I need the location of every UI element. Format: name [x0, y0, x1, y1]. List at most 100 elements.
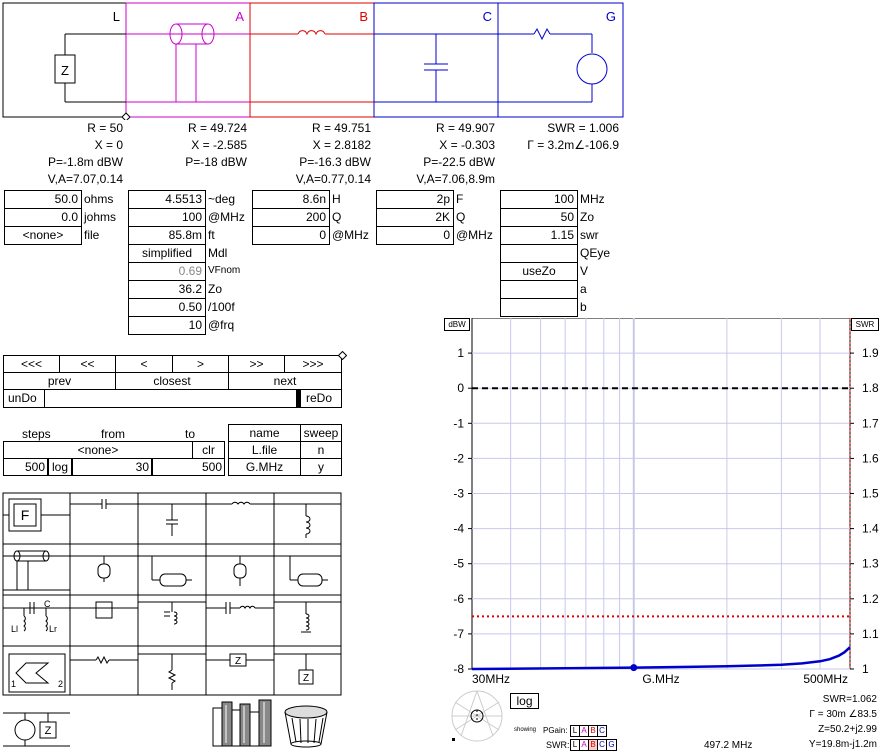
g-zo-field[interactable]: 50 — [500, 208, 578, 227]
b-h-field[interactable]: 8.6n — [252, 190, 330, 209]
palette-shunt-stub-open-icon[interactable] — [70, 555, 138, 582]
x-label-axis: G.MHz — [642, 672, 679, 686]
trash-icon[interactable] — [284, 705, 328, 748]
sweep-file-field[interactable]: <none> — [3, 441, 193, 459]
l-ohms-unit: ohms — [84, 192, 114, 206]
palette-shunt-cap-icon[interactable] — [138, 503, 206, 536]
l-ohms-field[interactable]: 50.0 — [4, 190, 82, 209]
readout-l-va: V,A=7.07,0.14 — [47, 172, 123, 186]
palette-series-z-label: Z — [235, 656, 241, 667]
graph-svg[interactable]: 10-1-2-3-4-5-6-7-81.91.81.71.61.51.41.31… — [440, 318, 882, 690]
undo-history-slider[interactable] — [296, 390, 300, 407]
a-vfnom-unit: VFnom — [208, 265, 241, 276]
g-mhz-field[interactable]: 100 — [500, 190, 578, 209]
palette-tank-circuit-icon[interactable] — [3, 602, 70, 632]
sweep-n-toggle[interactable]: n — [300, 441, 342, 459]
palette-source-load-icon[interactable] — [3, 712, 70, 747]
nav-last-button[interactable]: >>> — [284, 355, 342, 373]
palette-shunt-lr-icon[interactable] — [274, 601, 341, 633]
palette-shunt-lc-icon[interactable] — [138, 601, 206, 625]
a-vfnom-field[interactable]: 0.69 — [128, 262, 206, 281]
palette-series-resistor-icon[interactable] — [70, 655, 138, 665]
closest-button[interactable]: closest — [115, 372, 229, 390]
palette-shunt-resistor-icon[interactable] — [138, 653, 206, 690]
a-loss-unit: /100f — [208, 300, 235, 314]
g-a-field[interactable] — [500, 280, 578, 299]
stat-admittance: Y=19.8m-j1.2m — [808, 739, 877, 750]
palette-series-lc-icon[interactable] — [206, 602, 274, 614]
c-f-field[interactable]: 2p — [376, 190, 454, 209]
prev-button[interactable]: prev — [3, 372, 116, 390]
a-deg-field[interactable]: 4.5513 — [128, 190, 206, 209]
nav-prev-button[interactable]: < — [115, 355, 173, 373]
section-b-frame[interactable] — [249, 2, 375, 118]
nav-prev-far-button[interactable]: << — [59, 355, 116, 373]
palette-lr-label: Lr — [49, 624, 57, 634]
sweep-steps-field[interactable]: 500 — [3, 458, 48, 476]
palette-series-z-icon[interactable] — [206, 653, 274, 667]
a-ft-field[interactable]: 85.8m — [128, 226, 206, 245]
palette-series-inductor-icon[interactable] — [206, 501, 274, 505]
sweep-y-toggle[interactable]: y — [300, 458, 342, 476]
sweep-clear-button[interactable]: clr — [192, 441, 225, 459]
palette-coax-icon[interactable] — [3, 550, 70, 591]
frequency-marker — [630, 664, 638, 672]
sweep-name-field[interactable]: G.MHz — [228, 458, 301, 476]
next-button[interactable]: next — [228, 372, 342, 390]
palette-series-cap-icon[interactable] — [70, 499, 138, 509]
b-mhz-field[interactable]: 0 — [252, 226, 330, 245]
readout-c-va: V,A=7.06,8.9m — [416, 172, 495, 186]
component-palette: F C Ll Lr — [2, 492, 342, 748]
right-axis-label[interactable]: SWR — [851, 318, 879, 331]
palette-file-icon[interactable] — [3, 498, 70, 532]
palette-shunt-stub-short-icon[interactable] — [206, 555, 274, 586]
g-qeye-field[interactable] — [500, 244, 578, 263]
sweep-log-toggle[interactable]: log — [48, 458, 72, 476]
l-file-field[interactable]: <none> — [4, 226, 82, 245]
legend-pgain-c-toggle[interactable]: C — [597, 725, 607, 737]
a-mhz-field[interactable]: 100 — [128, 208, 206, 227]
smith-chart-thumbnail[interactable] — [441, 688, 511, 754]
x-label-start: 30MHz — [472, 672, 510, 686]
c-q-field[interactable]: 2K — [376, 208, 454, 227]
a-model-field[interactable]: simplified — [128, 244, 206, 263]
g-v-field[interactable]: useZo — [500, 262, 578, 281]
nav-next-button[interactable]: > — [172, 355, 229, 373]
nav-first-button[interactable]: <<< — [3, 355, 60, 373]
palette-shunt-inductor-icon[interactable] — [274, 503, 341, 538]
a-loss-field[interactable]: 0.50 — [128, 298, 206, 317]
y2-tick-label: 1.1 — [862, 627, 879, 641]
undo-button[interactable]: unDo — [3, 389, 45, 408]
a-zo-unit: Zo — [208, 282, 223, 296]
load-impedance-icon — [54, 33, 126, 103]
c-mhz-field[interactable]: 0 — [376, 226, 454, 245]
legend-swr-g-toggle[interactable]: G — [606, 739, 617, 751]
g-swr-field[interactable]: 1.15 — [500, 226, 578, 245]
readout-l-p: P=-1.8m dBW — [47, 155, 123, 169]
a-zo-field[interactable]: 36.2 — [128, 280, 206, 299]
palette-parallel-lc-icon[interactable] — [70, 601, 138, 619]
section-g-frame[interactable] — [497, 2, 624, 118]
redo-button[interactable]: reDo — [300, 389, 342, 408]
readout-b-p: P=-16.3 dBW — [299, 155, 371, 169]
palette-series-stub-short-icon[interactable] — [274, 555, 341, 587]
left-axis-label[interactable]: dBW — [444, 318, 470, 331]
g-b-field[interactable] — [500, 298, 578, 317]
a-frq-field[interactable]: 10 — [128, 316, 206, 335]
sweep-name-file[interactable]: L.file — [228, 441, 301, 459]
sweep-to-field[interactable]: 500 — [152, 458, 225, 476]
y-tick-label: -7 — [453, 627, 464, 641]
axes-layer: 10-1-2-3-4-5-6-7-81.91.81.71.61.51.41.31… — [453, 318, 879, 676]
b-q-field[interactable]: 200 — [252, 208, 330, 227]
palette-transformer-icon[interactable] — [8, 653, 66, 693]
library-icon[interactable] — [212, 699, 272, 747]
nav-next-far-button[interactable]: >> — [228, 355, 285, 373]
palette-series-stub-icon[interactable] — [138, 555, 206, 587]
l-johms-field[interactable]: 0.0 — [4, 208, 82, 227]
y2-tick-label: 1.7 — [862, 416, 879, 430]
sweep-from-field[interactable]: 30 — [72, 458, 152, 476]
y2-tick-label: 1 — [862, 662, 869, 676]
log-scale-button[interactable]: log — [510, 693, 539, 709]
palette-shunt-z-icon[interactable] — [274, 653, 341, 685]
section-a-frame[interactable] — [125, 2, 251, 118]
